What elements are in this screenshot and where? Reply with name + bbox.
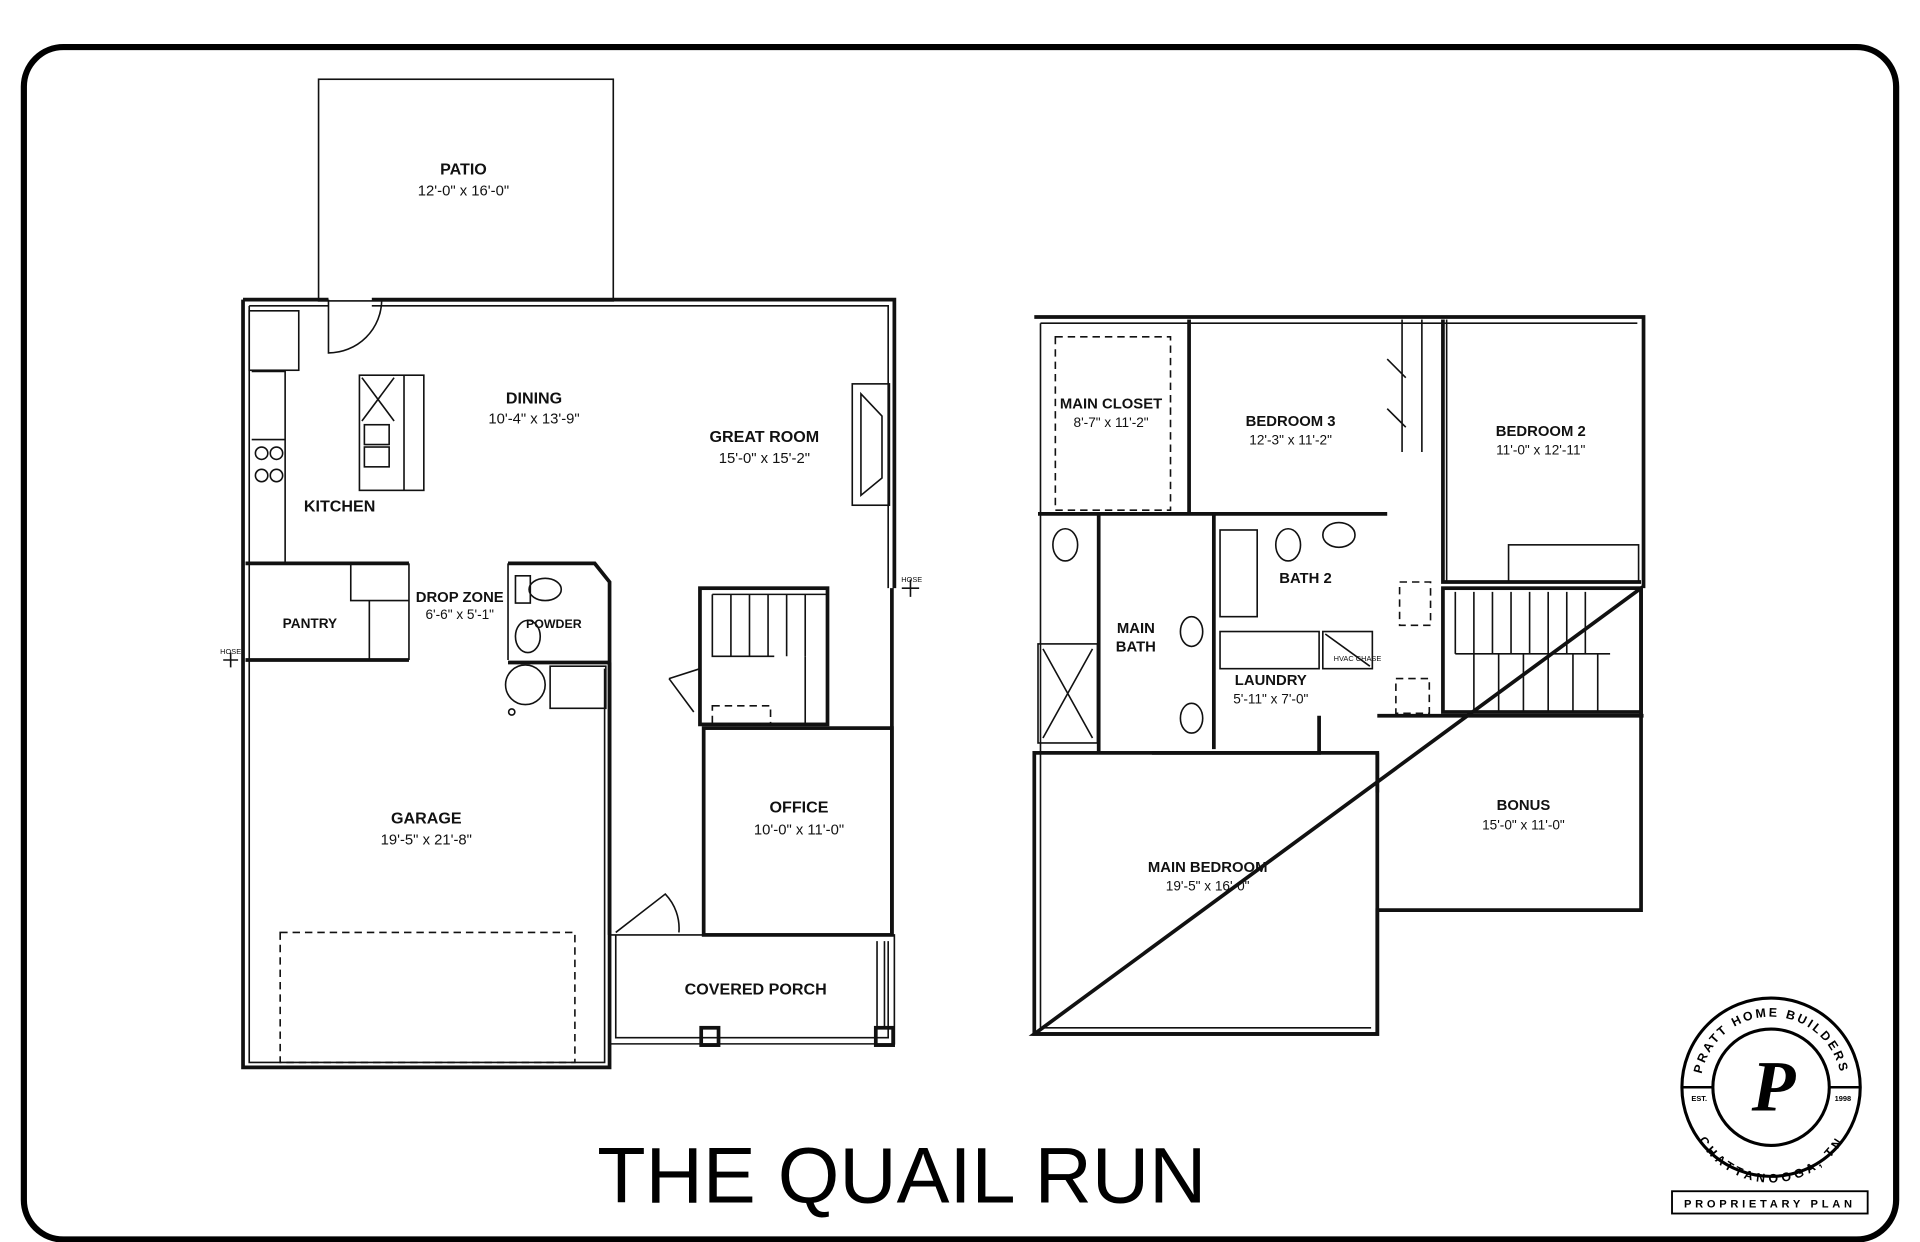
room-size-office: 10'-0" x 11'-0" (754, 823, 844, 839)
room-size-dining: 10'-4" x 13'-9" (488, 411, 579, 427)
room-size-patio: 12'-0" x 16'-0" (418, 184, 509, 200)
room-size-drop-zone: 6'-6" x 5'-1" (425, 607, 494, 622)
room-label-bedroom-3: BEDROOM 3 (1246, 414, 1336, 430)
room-label-kitchen: KITCHEN (304, 497, 375, 515)
room-size-main-bedroom: 19'-5" x 16'-0" (1166, 878, 1250, 893)
plan-title: THE QUAIL RUN (597, 1130, 1206, 1219)
svg-text:1998: 1998 (1835, 1094, 1851, 1103)
pratt-home-builders-logo: PRATT HOME BUILDERS CHATTANOOGA, TN EST.… (1680, 996, 1862, 1186)
svg-text:CHATTANOOGA, TN: CHATTANOOGA, TN (1696, 1134, 1846, 1186)
room-size-garage: 19'-5" x 21'-8" (381, 833, 472, 849)
room-label-laundry: LAUNDRY (1235, 673, 1307, 689)
room-label-office: OFFICE (770, 798, 829, 816)
room-label-bonus: BONUS (1497, 798, 1551, 814)
room-label-main-closet: MAIN CLOSET (1060, 397, 1162, 413)
room-label-main-bath-1: MAIN (1117, 621, 1155, 637)
room-label-drop-zone: DROP ZONE (416, 590, 504, 606)
room-size-great-room: 15'-0" x 15'-2" (719, 451, 810, 467)
room-label-main-bath-2: BATH (1116, 639, 1156, 655)
svg-text:EST.: EST. (1691, 1094, 1707, 1103)
second-floor-plan: HVAC CHASE MAIN CLOSET 8'-7" x 11'-2" BE… (1028, 315, 1646, 1036)
first-floor-plan: HOSE HOSE PATIO 12'-0" x 16'-0" DINING 1… (220, 78, 922, 1070)
room-size-bonus: 15'-0" x 11'-0" (1482, 818, 1565, 833)
room-size-bedroom-3: 12'-3" x 11'-2" (1249, 433, 1332, 448)
hvac-label: HVAC CHASE (1334, 654, 1382, 663)
room-label-dining: DINING (506, 390, 562, 408)
room-label-great-room: GREAT ROOM (710, 428, 820, 446)
room-label-powder: POWDER (526, 617, 582, 631)
room-label-main-bedroom: MAIN BEDROOM (1148, 860, 1268, 876)
svg-text:P: P (1751, 1047, 1797, 1127)
proprietary-plan-label: PROPRIETARY PLAN (1684, 1198, 1856, 1210)
sheet-border (20, 43, 1900, 1242)
room-label-bedroom-2: BEDROOM 2 (1496, 424, 1586, 440)
room-label-bath-2: BATH 2 (1279, 571, 1332, 587)
room-label-garage: GARAGE (391, 809, 462, 827)
hose-label-left: HOSE (220, 647, 241, 656)
hose-label-right: HOSE (901, 575, 922, 584)
room-label-patio: PATIO (440, 161, 487, 179)
room-size-laundry: 5'-11" x 7'-0" (1233, 691, 1308, 706)
room-label-covered-porch: COVERED PORCH (685, 980, 827, 998)
room-label-pantry: PANTRY (283, 616, 337, 631)
proprietary-plan-box (1671, 1190, 1869, 1215)
room-size-main-closet: 8'-7" x 11'-2" (1074, 415, 1149, 430)
room-size-bedroom-2: 11'-0" x 12'-11" (1496, 442, 1585, 457)
